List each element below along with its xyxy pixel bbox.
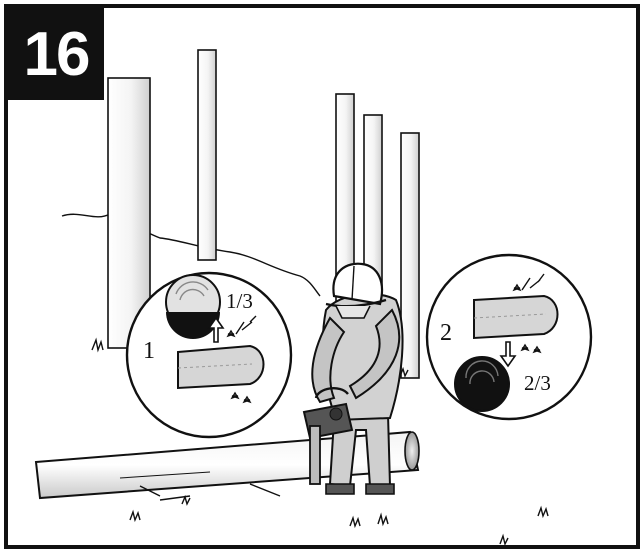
face-visor (336, 306, 370, 318)
log-end (405, 432, 419, 470)
inset-left: 1/3 1 (127, 273, 291, 437)
inset-left-label: 1 (143, 338, 155, 364)
cut-gauge-right-icon (455, 357, 509, 411)
inset-right-fraction: 2/3 (524, 371, 551, 395)
inset-right: 2 2/3 (427, 255, 591, 419)
chainsaw-bar (310, 426, 320, 484)
step-number-badge: 16 (8, 8, 104, 100)
inset-left-fraction: 1/3 (226, 289, 253, 313)
tree-trunk (198, 50, 216, 260)
tree-trunk (401, 133, 419, 378)
chainsaw-hand (330, 408, 342, 420)
log-section-left (178, 346, 264, 388)
cut-gauge-left-icon (166, 275, 220, 339)
log-section-right (474, 296, 558, 338)
inset-right-label: 2 (440, 320, 452, 346)
helmet (333, 264, 382, 304)
